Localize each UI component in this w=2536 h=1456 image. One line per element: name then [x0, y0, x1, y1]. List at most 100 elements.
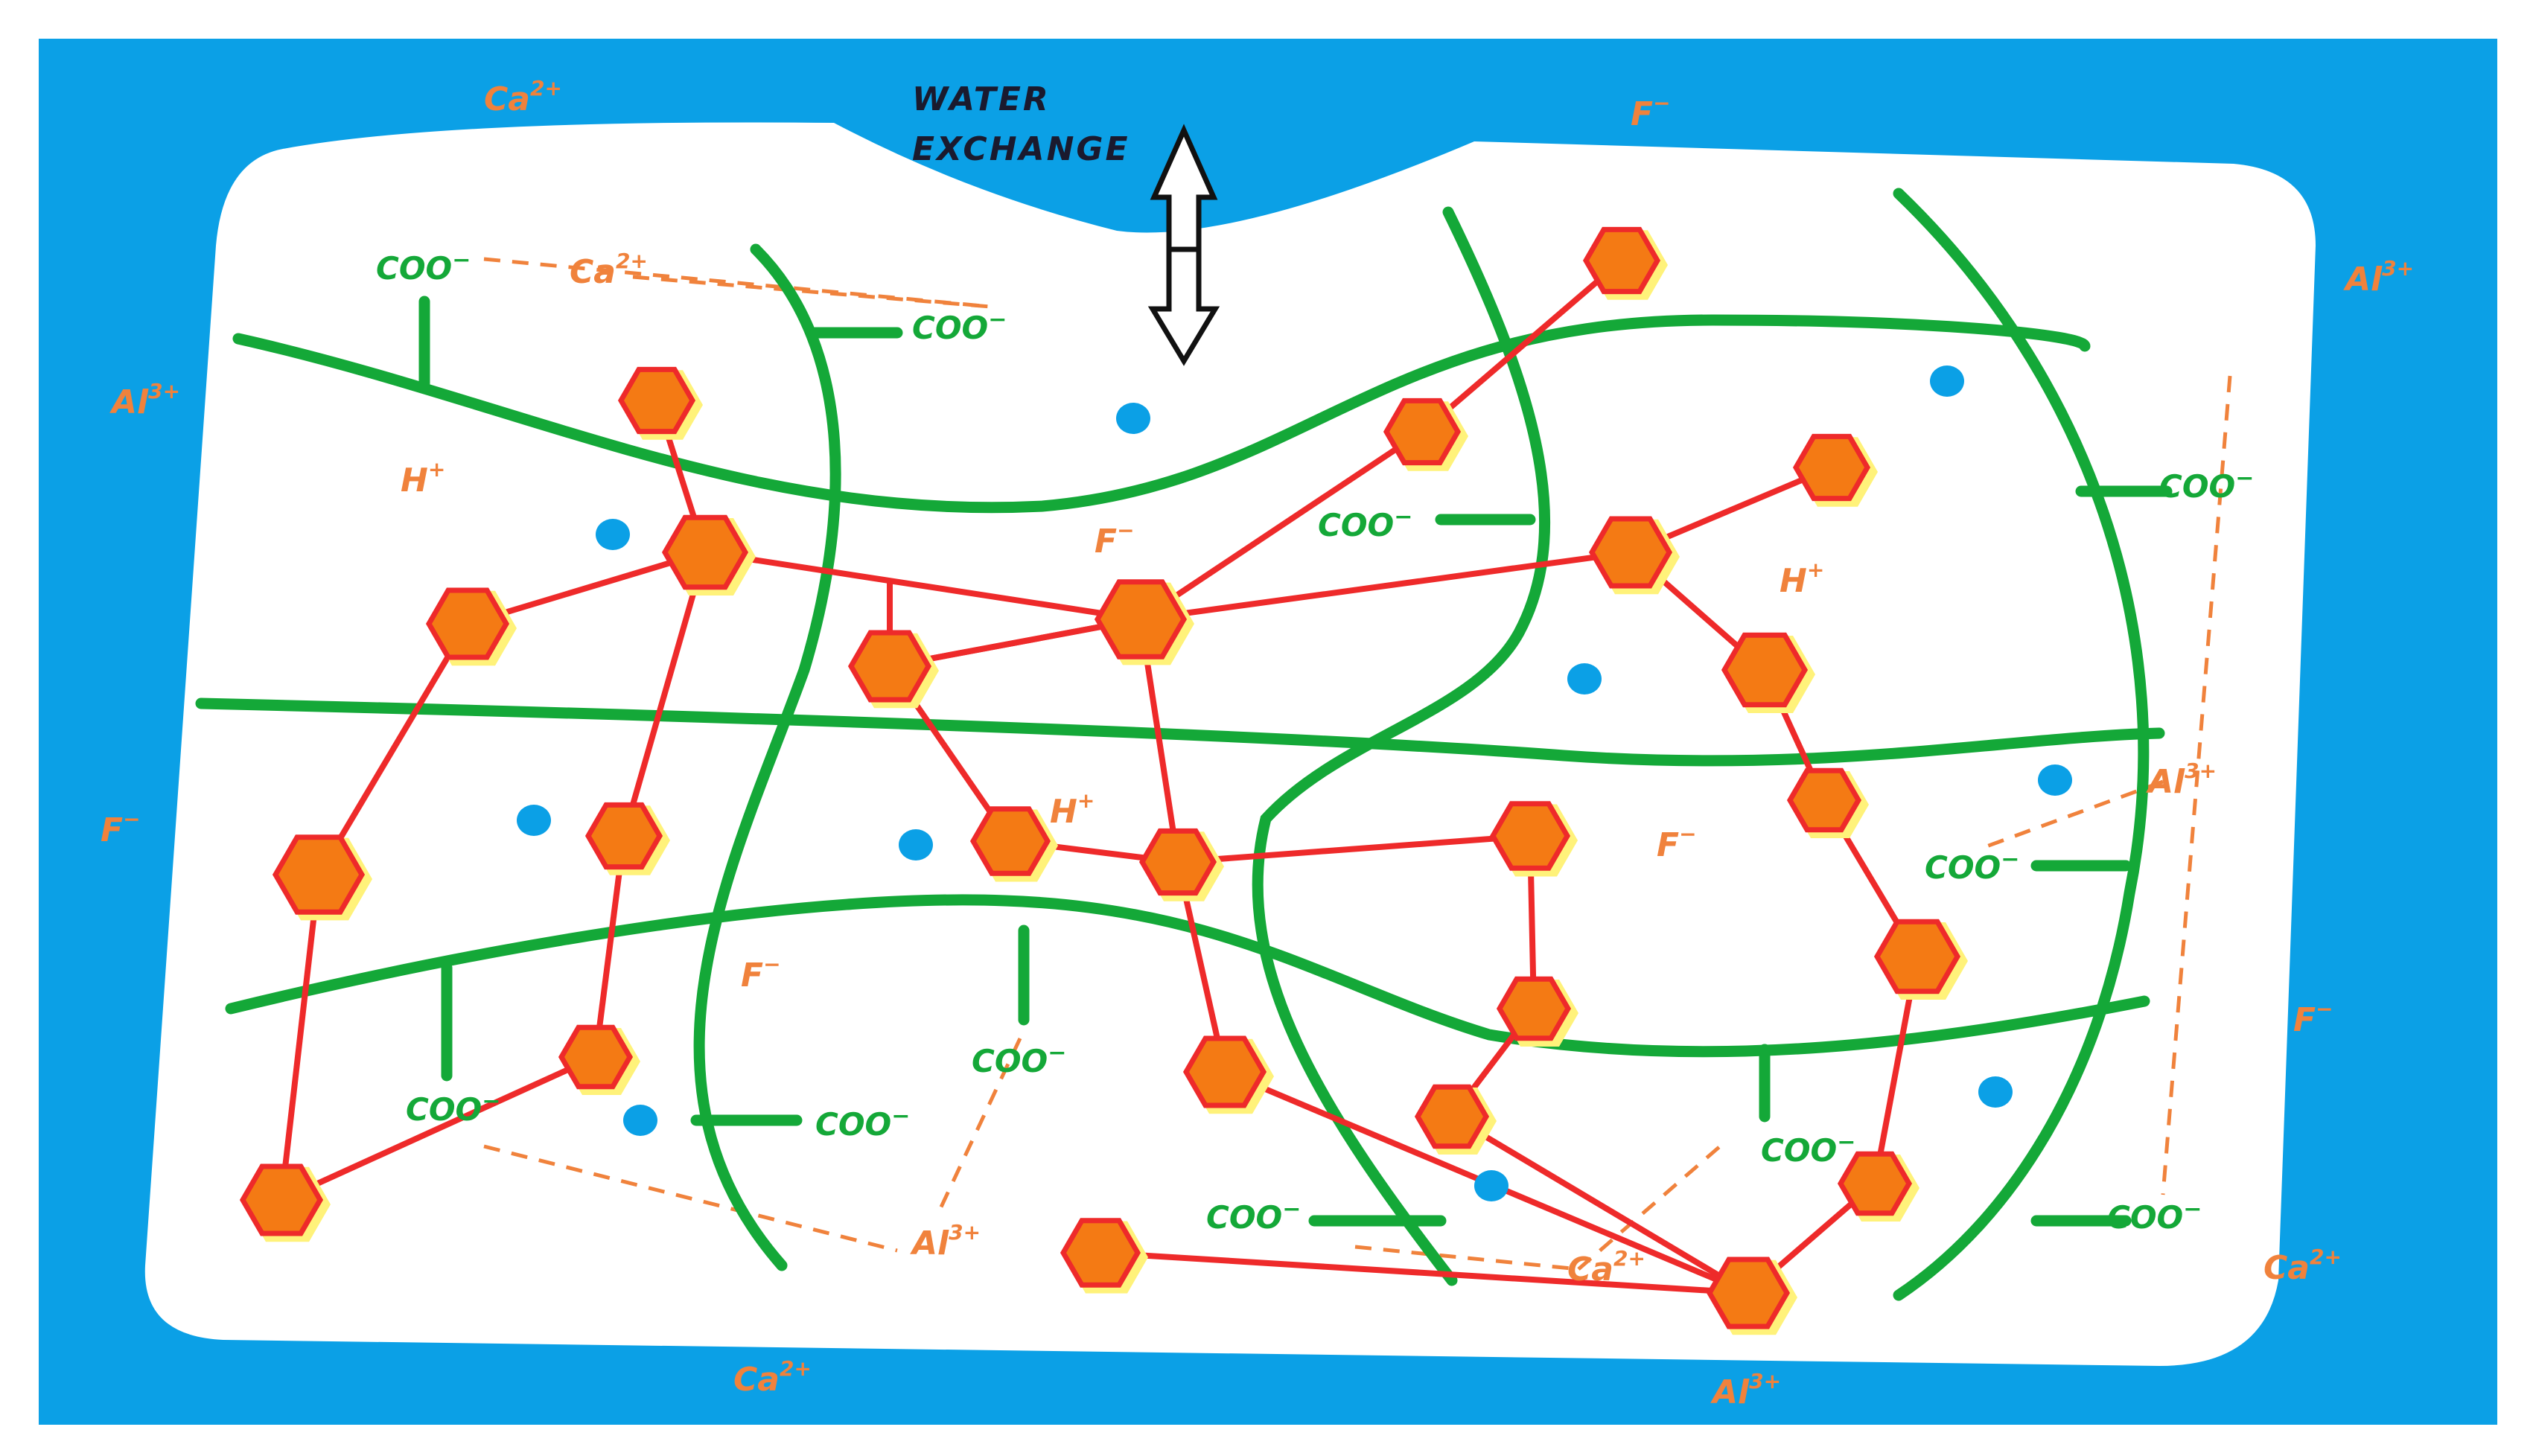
ion-labels: Ca2+ F− Al3+ Al3+ Ca2+ H+ F− H+ F− H+ Al3+ F− F− F− Al… [101, 76, 2414, 1411]
carboxylate-label: COO− [972, 1040, 1066, 1079]
water-molecule-dot-icon [1116, 403, 1150, 434]
ionic-interaction-line [936, 1037, 1022, 1215]
ionic-interaction-line [2161, 375, 2232, 1195]
ionic-interaction-line [1577, 1145, 1721, 1271]
hexagon-icon [1182, 1035, 1274, 1114]
hexagon-icon [969, 806, 1058, 882]
carboxylate-label: COO− [1925, 846, 2019, 886]
hexagon-icon [1383, 397, 1468, 471]
water-exchange-label-line1: WATER [912, 80, 1051, 118]
carboxylate-labels: COO− COO− COO− COO− COO− COO− COO− COO− COO− COO−… [376, 247, 2254, 1236]
carboxylate-label: COO− [1761, 1129, 1855, 1169]
hexagon-icon [1496, 976, 1578, 1047]
hexagon-icon [1786, 767, 1869, 838]
water-exchange-label-line2: EXCHANGE [912, 130, 1130, 168]
hexagon-icon [1721, 632, 1815, 713]
hexagon-icon [1138, 828, 1224, 901]
hexagon-icon [1060, 1218, 1148, 1294]
calcium-ion-label: Ca2+ [733, 1356, 812, 1399]
ionic-interaction-line [632, 275, 991, 309]
hexagon-icon [1837, 1151, 1919, 1222]
fluoride-ion-label: F− [741, 952, 781, 994]
crosslink-bond [1138, 429, 1424, 622]
polymer-chain [693, 243, 841, 1271]
carboxylate-label: COO− [912, 307, 1007, 346]
fluoride-ion-label: F− [1657, 822, 1697, 864]
aluminium-ion-label: Al3+ [1710, 1369, 1781, 1411]
glass-particles [239, 226, 1968, 1335]
crosslink-bond [316, 622, 471, 877]
crosslink-bond [1100, 1250, 1749, 1296]
fluoride-ion-label: F− [1631, 91, 1671, 133]
calcium-ion-label: Ca2+ [484, 76, 562, 118]
proton-ion-label: H+ [401, 457, 445, 499]
aluminium-ion-label: Al3+ [910, 1220, 981, 1262]
proton-ion-label: H+ [1050, 788, 1095, 831]
crosslink-bond [278, 874, 322, 1201]
hexagon-icon [1588, 516, 1680, 595]
water-exchange-arrow-icon [1147, 124, 1220, 366]
ionic-interaction-line [1354, 1245, 1579, 1271]
carboxylate-label: COO− [406, 1088, 500, 1128]
crosslink-bond [1420, 258, 1624, 435]
carboxylate-label: COO− [2159, 465, 2254, 505]
ionic-interaction-line [1980, 779, 2164, 851]
calcium-ion-label: Ca2+ [570, 249, 648, 291]
hexagon-icon [1873, 919, 1968, 1000]
hexagon-icon [617, 366, 703, 440]
crosslink-bond [1140, 549, 1631, 622]
hexagon-icon [558, 1024, 640, 1095]
fluoride-ion-label: F− [2293, 997, 2333, 1039]
crosslink-bond [1177, 833, 1531, 865]
hexagon-icon [1792, 433, 1878, 507]
hexagon-icon [239, 1163, 331, 1242]
calcium-ion-label: Ca2+ [2263, 1245, 2342, 1287]
water-molecule-dot-icon [1978, 1076, 2013, 1108]
carboxylate-pendant-groups [418, 296, 2173, 1227]
polymer-chain [232, 314, 2091, 514]
crosslink-bond [280, 1054, 597, 1203]
ionic-interaction-lines [483, 257, 2232, 1271]
carboxylate-label: COO− [376, 247, 471, 287]
water-molecule-dot-icon [899, 829, 933, 860]
proton-ion-label: H+ [1780, 558, 1824, 600]
crosslink-bond [621, 551, 708, 837]
fluoride-ion-label: F− [1095, 518, 1135, 561]
carboxylate-label: COO− [1206, 1196, 1301, 1236]
hexagon-icon [847, 630, 939, 709]
water-molecule-dot-icon [517, 805, 551, 836]
crosslink-bond [1450, 1114, 1750, 1296]
aluminium-ion-label: Al3+ [109, 379, 180, 421]
hexagon-icon [1706, 1257, 1797, 1335]
water-molecule-dot-icon [2038, 764, 2072, 796]
ionic-interaction-line [483, 1144, 898, 1253]
hexagon-icon [272, 834, 372, 921]
polymer-chain [225, 894, 2150, 1058]
carboxylate-label: COO− [1318, 504, 1412, 543]
crosslink-bond [704, 549, 1141, 622]
fluoride-ion-label: F− [101, 807, 141, 849]
water-molecule-dot-icon [1567, 663, 1602, 695]
calcium-ion-label: Ca2+ [1567, 1246, 1645, 1289]
hexagon-icon [661, 514, 756, 596]
polymer-chain [1893, 188, 2150, 1301]
carboxylate-label: COO− [815, 1103, 910, 1143]
water-molecule-dot-icon [1930, 365, 1964, 397]
hexagon-icon [1094, 579, 1194, 665]
water-molecule-dot-icon [1474, 1170, 1508, 1201]
aluminium-ion-label: Al3+ [2343, 256, 2414, 298]
water-molecules [517, 365, 2072, 1201]
polymer-chain [195, 697, 2165, 767]
aluminium-ion-label: Al3+ [2146, 759, 2217, 801]
hexagon-icon [1489, 801, 1578, 877]
hexagon-icon [584, 802, 670, 875]
water-molecule-dot-icon [596, 519, 630, 550]
carboxylate-label: COO− [2107, 1196, 2202, 1236]
polymer-chain [1252, 206, 1550, 1286]
polyacid-chains [195, 188, 2165, 1301]
hexagon-icon [1582, 226, 1668, 300]
hexagon-icon [1414, 1084, 1497, 1155]
water-molecule-dot-icon [623, 1105, 657, 1136]
hexagon-icon [425, 587, 517, 666]
